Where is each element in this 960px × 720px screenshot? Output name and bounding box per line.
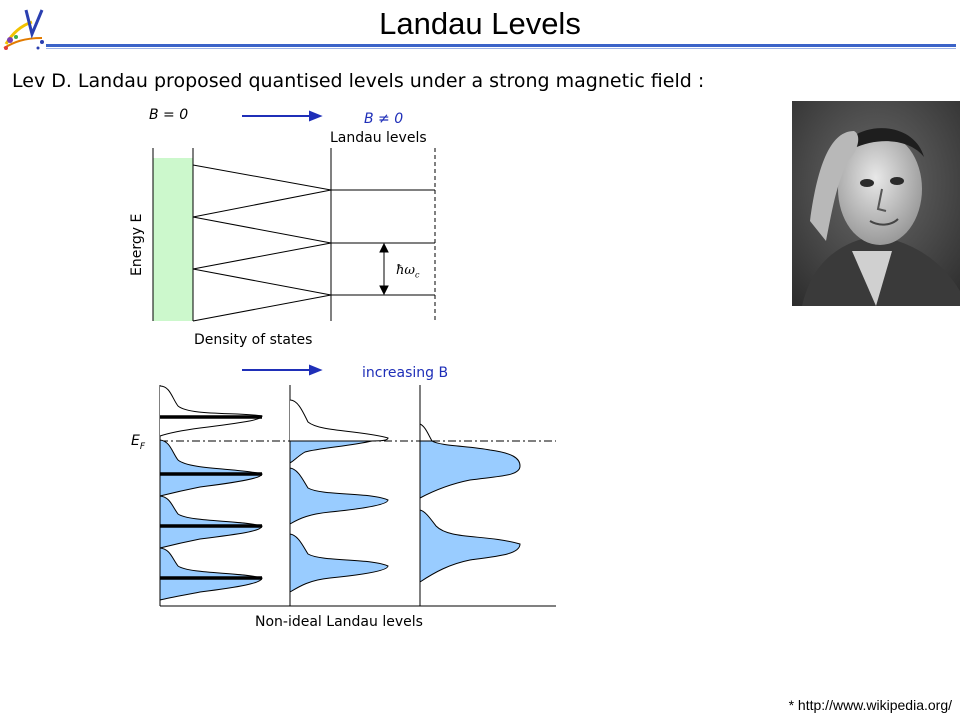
continuous-band <box>153 158 193 321</box>
non-ideal-levels-plot <box>159 385 556 607</box>
broadened-level-2c <box>289 533 389 593</box>
broadened-level-1d <box>159 547 263 601</box>
source-footnote: * http://www.wikipedia.org/ <box>788 697 952 713</box>
spacing-arrow <box>379 242 389 296</box>
broadened-level-3a <box>419 440 521 499</box>
broadened-level-1a <box>159 385 263 437</box>
title-divider <box>46 44 956 47</box>
increasing-b-arrow <box>242 364 323 376</box>
non-ideal-caption: Non-ideal Landau levels <box>255 614 423 630</box>
broadened-level-1c <box>159 495 263 549</box>
broadened-level-2a-filled <box>289 440 373 464</box>
increasing-b-label: increasing B <box>362 365 449 381</box>
level-collapse-lines <box>192 164 332 322</box>
broadened-level-1b <box>159 439 263 497</box>
intro-sentence: Lev D. Landau proposed quantised levels … <box>12 70 705 92</box>
broadened-level-3a-top <box>419 423 433 442</box>
broadened-level-2b <box>289 467 389 525</box>
field-on-arrow <box>242 110 323 122</box>
landau-levels-label: Landau levels <box>330 130 427 146</box>
broadened-level-2a <box>289 399 389 442</box>
landau-portrait <box>792 101 960 306</box>
broadened-level-3b <box>419 509 521 583</box>
cyclotron-spacing-label: ħωc <box>396 263 420 280</box>
fermi-energy-label: EF <box>131 433 146 452</box>
dos-label: Density of states <box>194 332 313 348</box>
page-title: Landau Levels <box>379 6 581 41</box>
title-divider-shadow <box>46 48 956 49</box>
institution-logo <box>3 9 44 50</box>
b-zero-label: B = 0 <box>149 107 189 123</box>
b-nonzero-label: B ≠ 0 <box>364 111 404 127</box>
energy-axis-label: Energy E <box>129 213 145 276</box>
